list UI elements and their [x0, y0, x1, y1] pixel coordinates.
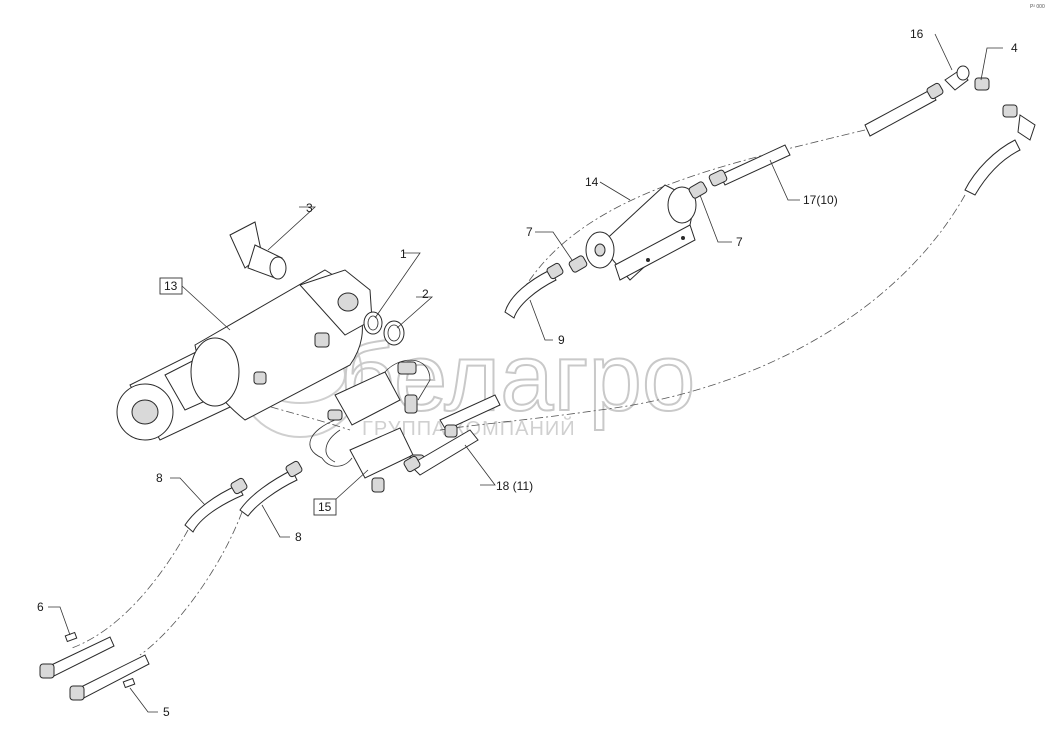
- hose-18: [403, 394, 501, 476]
- filter: [585, 184, 697, 281]
- label-6: 6: [37, 600, 44, 614]
- label-4: 4: [1011, 41, 1018, 55]
- label-18: 18 (11): [496, 479, 533, 493]
- fittings-7: [568, 181, 708, 273]
- label-8-left: 8: [156, 471, 163, 485]
- label-7-left: 7: [526, 225, 533, 239]
- valve-block: [309, 359, 431, 493]
- label-8-right: 8: [295, 530, 302, 544]
- top-right-hoses: [864, 65, 1036, 196]
- label-15: 15: [318, 500, 332, 514]
- watermark-logo: белагро ГРУППА КОМПАНИЙ: [237, 312, 696, 440]
- hydraulic-cylinder: [116, 269, 373, 441]
- bolts: [39, 631, 150, 701]
- label-17: 17(10): [803, 193, 838, 207]
- label-14: 14: [585, 175, 599, 189]
- hose-9: [504, 262, 564, 319]
- rings: [363, 311, 405, 346]
- hose-centerlines: [71, 129, 966, 656]
- label-5: 5: [163, 705, 170, 719]
- label-13-frame: [159, 277, 183, 295]
- label-1: 1: [400, 247, 407, 261]
- callout-labels: 1 2 3 4 5 6 7 7 8 8 9 13 14 15 16 17(10)…: [37, 27, 1018, 719]
- corner-mark: Р² 000: [1030, 4, 1045, 10]
- label-16: 16: [910, 27, 924, 41]
- leader-lines: [48, 33, 1003, 713]
- hoses-8: [184, 460, 303, 533]
- label-3: 3: [306, 201, 313, 215]
- label-2: 2: [422, 287, 429, 301]
- hose-17: [708, 144, 791, 187]
- label-7-right: 7: [736, 235, 743, 249]
- label-13: 13: [164, 279, 178, 293]
- pin: [229, 221, 287, 280]
- label-9: 9: [558, 333, 565, 347]
- label-15-frame: [313, 498, 337, 516]
